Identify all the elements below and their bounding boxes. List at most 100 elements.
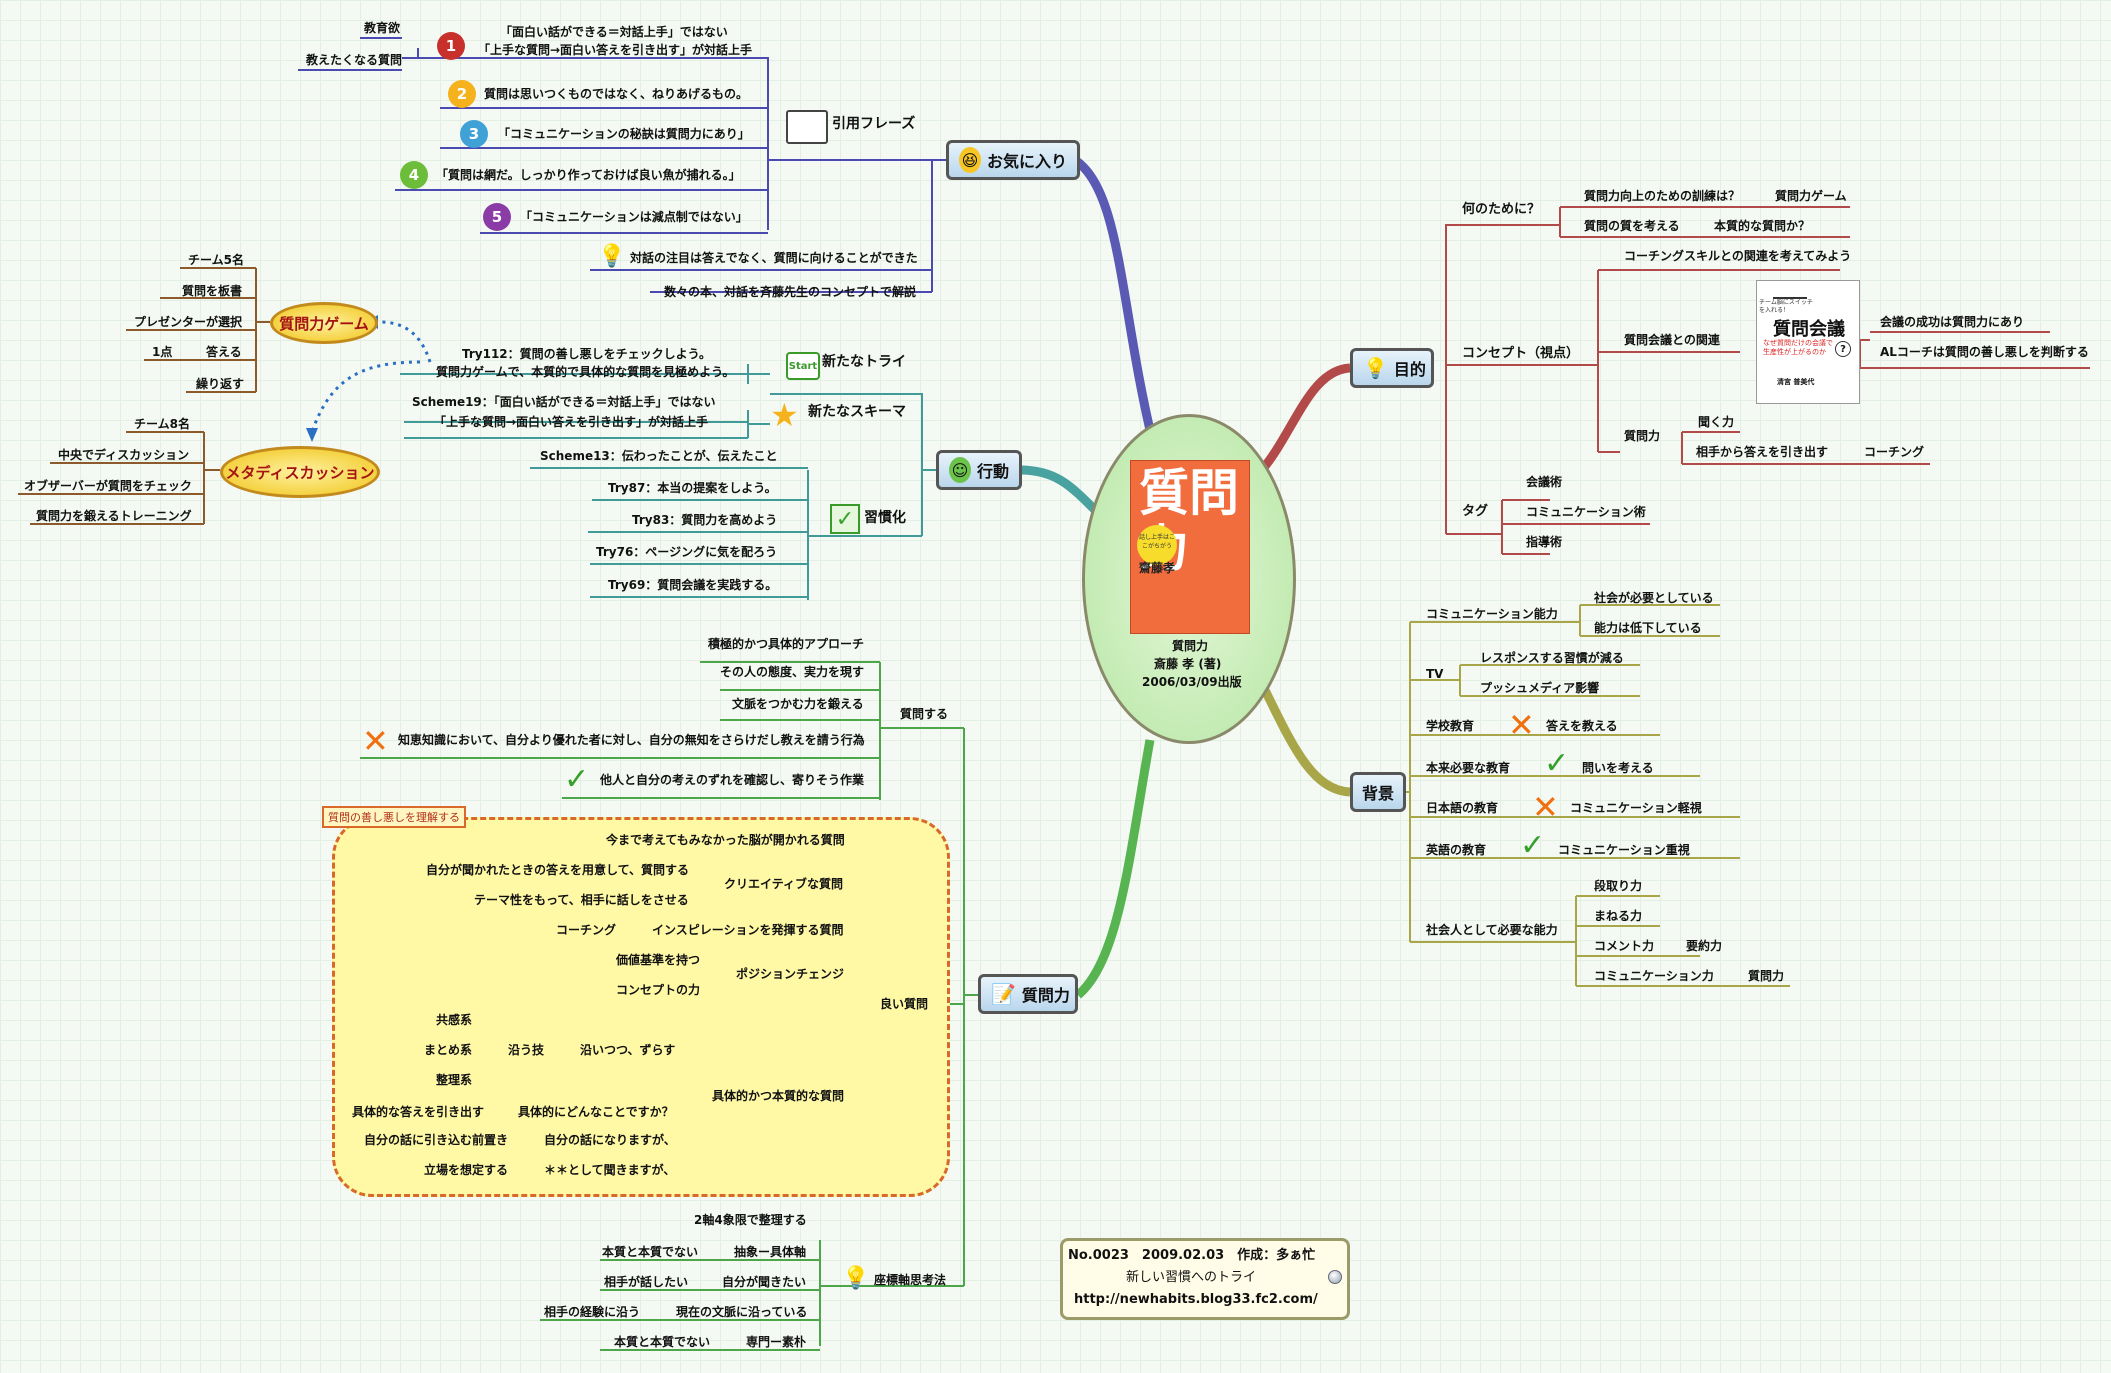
quote-1-line-1[interactable]: 「面白い話ができる＝対話上手」ではない [500, 25, 728, 39]
honshitsu-1-label[interactable]: 本質と本質でない [602, 1245, 699, 1259]
jibun-label[interactable]: 自分が聞きたい [722, 1275, 807, 1289]
kikareta-label[interactable]: 自分が聞かれたときの答えを用意して、質問する [426, 863, 690, 877]
try112-line-2[interactable]: 質問力ゲームで、本質的で具体的な質問を見極めよう。 [436, 365, 735, 379]
quote-2[interactable]: 質問は思いつくものではなく、ねりあげるもの。 [484, 87, 749, 101]
inspiration-label[interactable]: インスピレーションを発揮する質問 [652, 923, 844, 937]
shitsumon-suru-label[interactable]: 質問する [900, 707, 949, 721]
shitsu-label[interactable]: 質問の質を考える [1584, 219, 1680, 233]
commryoku-label[interactable]: コミュニケーション力 [1594, 969, 1714, 983]
arata-try-label[interactable]: 新たなトライ [822, 354, 906, 370]
branch-shitsumonryoku[interactable]: 📝 質問力 [978, 974, 1078, 1014]
dandori-label[interactable]: 段取り力 [1594, 879, 1643, 893]
scheme19-line-2[interactable]: 「上手な質問→面白い答えを引き出す」が対話上手 [434, 415, 709, 429]
zahyo-label[interactable]: 座標軸思考法 [874, 1273, 947, 1287]
meta-item-1[interactable]: チーム8名 [134, 417, 190, 431]
kaigi-seiko-label[interactable]: 会議の成功は質問力にあり [1880, 315, 2025, 329]
kaigi-kanren-label[interactable]: 質問会議との関連 [1624, 333, 1720, 347]
keiken-label[interactable]: 相手の経験に沿う [544, 1305, 641, 1319]
tag-label[interactable]: タグ [1462, 504, 1489, 519]
tv-label[interactable]: TV [1426, 667, 1444, 681]
response-label[interactable]: レスポンスする習慣が減る [1480, 651, 1624, 665]
game-item-3[interactable]: プレゼンターが選択 [134, 315, 243, 329]
tag-item-2[interactable]: コミュニケーション術 [1526, 505, 1646, 519]
kachi-label[interactable]: 価値基準を持つ [616, 953, 701, 967]
coaching-kanren-label[interactable]: コーチングスキルとの関連を考えてみよう [1624, 249, 1852, 263]
sou-label[interactable]: 沿う技 [508, 1043, 545, 1057]
yoyaku-label[interactable]: 要約力 [1686, 939, 1723, 953]
game-item-1[interactable]: チーム5名 [188, 253, 244, 267]
hikidasu-label[interactable]: 具体的な答えを引き出す [352, 1105, 485, 1119]
toshite-label[interactable]: ＊＊として聞きますが、 [544, 1163, 676, 1177]
shitsumonryoku-label[interactable]: 質問力 [1748, 969, 1785, 983]
meta-discussion-node[interactable]: メタディスカッション [220, 446, 380, 498]
kyoikuyoku-label[interactable]: 教育欲 [364, 21, 401, 35]
nannotame-label[interactable]: 何のために？ [1462, 202, 1541, 217]
comm-keishi-label[interactable]: コミュニケーション軽視 [1570, 801, 1702, 815]
note-6[interactable]: 対話の注目は答えでなく、質問に向けることができた [630, 251, 918, 265]
kyokan-label[interactable]: 共感系 [436, 1013, 473, 1027]
shitsumonryoku-game-node[interactable]: 質問力ゲーム [270, 302, 378, 344]
quote-5[interactable]: 「コミュニケーションは減点制ではない」 [520, 210, 748, 224]
game-item-5[interactable]: 答える [206, 345, 242, 359]
try112-line-1[interactable]: Try112：質問の善し悪しをチェックしよう。 [462, 347, 711, 361]
concept-label[interactable]: コンセプト（視点） [1462, 346, 1580, 361]
imamade-label[interactable]: 今まで考えてもみなかった脳が開かれる質問 [606, 833, 845, 847]
theme-label[interactable]: テーマ性をもって、相手に話しをさせる [474, 893, 689, 907]
branch-kodo[interactable]: ☺ 行動 [936, 450, 1022, 490]
game-item-6[interactable]: 繰り返す [196, 377, 245, 391]
kunren-label[interactable]: 質問力向上のための訓練は？ [1584, 189, 1741, 203]
game-item-2[interactable]: 質問を板書 [182, 284, 243, 298]
meta-item-3[interactable]: オブザーバーが質問をチェック [24, 479, 192, 493]
tag-item-1[interactable]: 会議術 [1526, 475, 1563, 489]
chishiki-label[interactable]: 知恵知識において、自分より優れた者に対し、自分の無知をさらけだし教えを請う行為 [398, 733, 865, 747]
position-change-label[interactable]: ポジションチェンジ [736, 967, 845, 981]
try83[interactable]: Try83：質問力を高めよう [632, 513, 778, 527]
honshitsu-2-label[interactable]: 本質と本質でない [614, 1335, 711, 1349]
jibun-hanashi-label[interactable]: 自分の話に引き込む前置き [364, 1133, 509, 1147]
quote-3[interactable]: 「コミュニケーションの秘訣は質問力にあり」 [498, 127, 750, 141]
honrai-label[interactable]: 本来必要な教育 [1426, 761, 1511, 775]
meta-item-4[interactable]: 質問力を鍛えるトレーニング [36, 509, 192, 523]
gakko-kyoiku-label[interactable]: 学校教育 [1426, 719, 1475, 733]
inyo-phrase-label[interactable]: 引用フレーズ [832, 116, 916, 132]
chusho-label[interactable]: 抽象ー具体軸 [734, 1245, 807, 1259]
scheme13[interactable]: Scheme13：伝わったことが、伝えたこと [540, 449, 778, 463]
honshitsu-label[interactable]: 本質的な質問か？ [1714, 219, 1811, 233]
concept-power-label[interactable]: コンセプトの力 [616, 983, 701, 997]
tag-item-3[interactable]: 指導術 [1526, 535, 1563, 549]
al-coach-label[interactable]: ALコーチは質問の善し悪しを判断する [1880, 345, 2089, 359]
comm-juushi-label[interactable]: コミュニケーション重視 [1558, 843, 1690, 857]
yoi-shitsumon-label[interactable]: 良い質問 [880, 997, 929, 1011]
try87[interactable]: Try87：本当の提案をしよう。 [608, 481, 777, 495]
jibun-naru-label[interactable]: 自分の話になりますが、 [544, 1133, 676, 1147]
inspi-coaching-label[interactable]: コーチング [556, 923, 617, 937]
quote-1-line-2[interactable]: 「上手な質問→面白い答えを引き出す」が対話上手 [478, 43, 753, 57]
maneru-label[interactable]: まねる力 [1594, 909, 1643, 923]
comm-noryoku-label[interactable]: コミュニケーション能力 [1426, 607, 1558, 621]
noryoku-teika-label[interactable]: 能力は低下している [1594, 621, 1702, 635]
tachiba-label[interactable]: 立場を想定する [424, 1163, 509, 1177]
zurasu-label[interactable]: 沿いつつ、ずらす [580, 1043, 676, 1057]
shitsumonryoku-label[interactable]: 質問力 [1624, 429, 1661, 443]
quote-4[interactable]: 「質問は網だ。しっかり作っておけば良い魚が捕れる。」 [436, 168, 741, 182]
toi-label[interactable]: 問いを考える [1582, 761, 1654, 775]
matome-label[interactable]: まとめ系 [424, 1043, 473, 1057]
note-7[interactable]: 数々の本、対話を斉藤先生のコンセプトで解説 [664, 285, 917, 299]
push-media-label[interactable]: プッシュメディア影響 [1480, 681, 1600, 695]
branch-haikei[interactable]: 背景 [1350, 772, 1406, 812]
zure-label[interactable]: 他人と自分の考えのずれを確認し、寄りそう作業 [600, 773, 865, 787]
aite-label[interactable]: 相手が話したい [604, 1275, 689, 1289]
gutai-honshitsu-label[interactable]: 具体的かつ本質的な質問 [712, 1089, 845, 1103]
meta-item-2[interactable]: 中央でディスカッション [58, 448, 190, 462]
genzai-label[interactable]: 現在の文脈に沿っている [676, 1305, 808, 1319]
shakaijin-label[interactable]: 社会人として必要な能力 [1426, 923, 1558, 937]
nihongo-label[interactable]: 日本語の教育 [1426, 801, 1499, 815]
arata-scheme-label[interactable]: 新たなスキーマ [808, 404, 906, 420]
bunmyaku-label[interactable]: 文脈をつかむ力を鍛える [732, 697, 864, 711]
kotae-label[interactable]: 答えを教える [1546, 719, 1618, 733]
kiku-label[interactable]: 聞く力 [1698, 415, 1735, 429]
branch-mokuteki[interactable]: 💡 目的 [1350, 348, 1434, 388]
try76[interactable]: Try76：ページングに気を配ろう [596, 545, 778, 559]
donna-label[interactable]: 具体的にどんなことですか？ [518, 1105, 674, 1119]
shukanka-label[interactable]: 習慣化 [864, 510, 906, 526]
